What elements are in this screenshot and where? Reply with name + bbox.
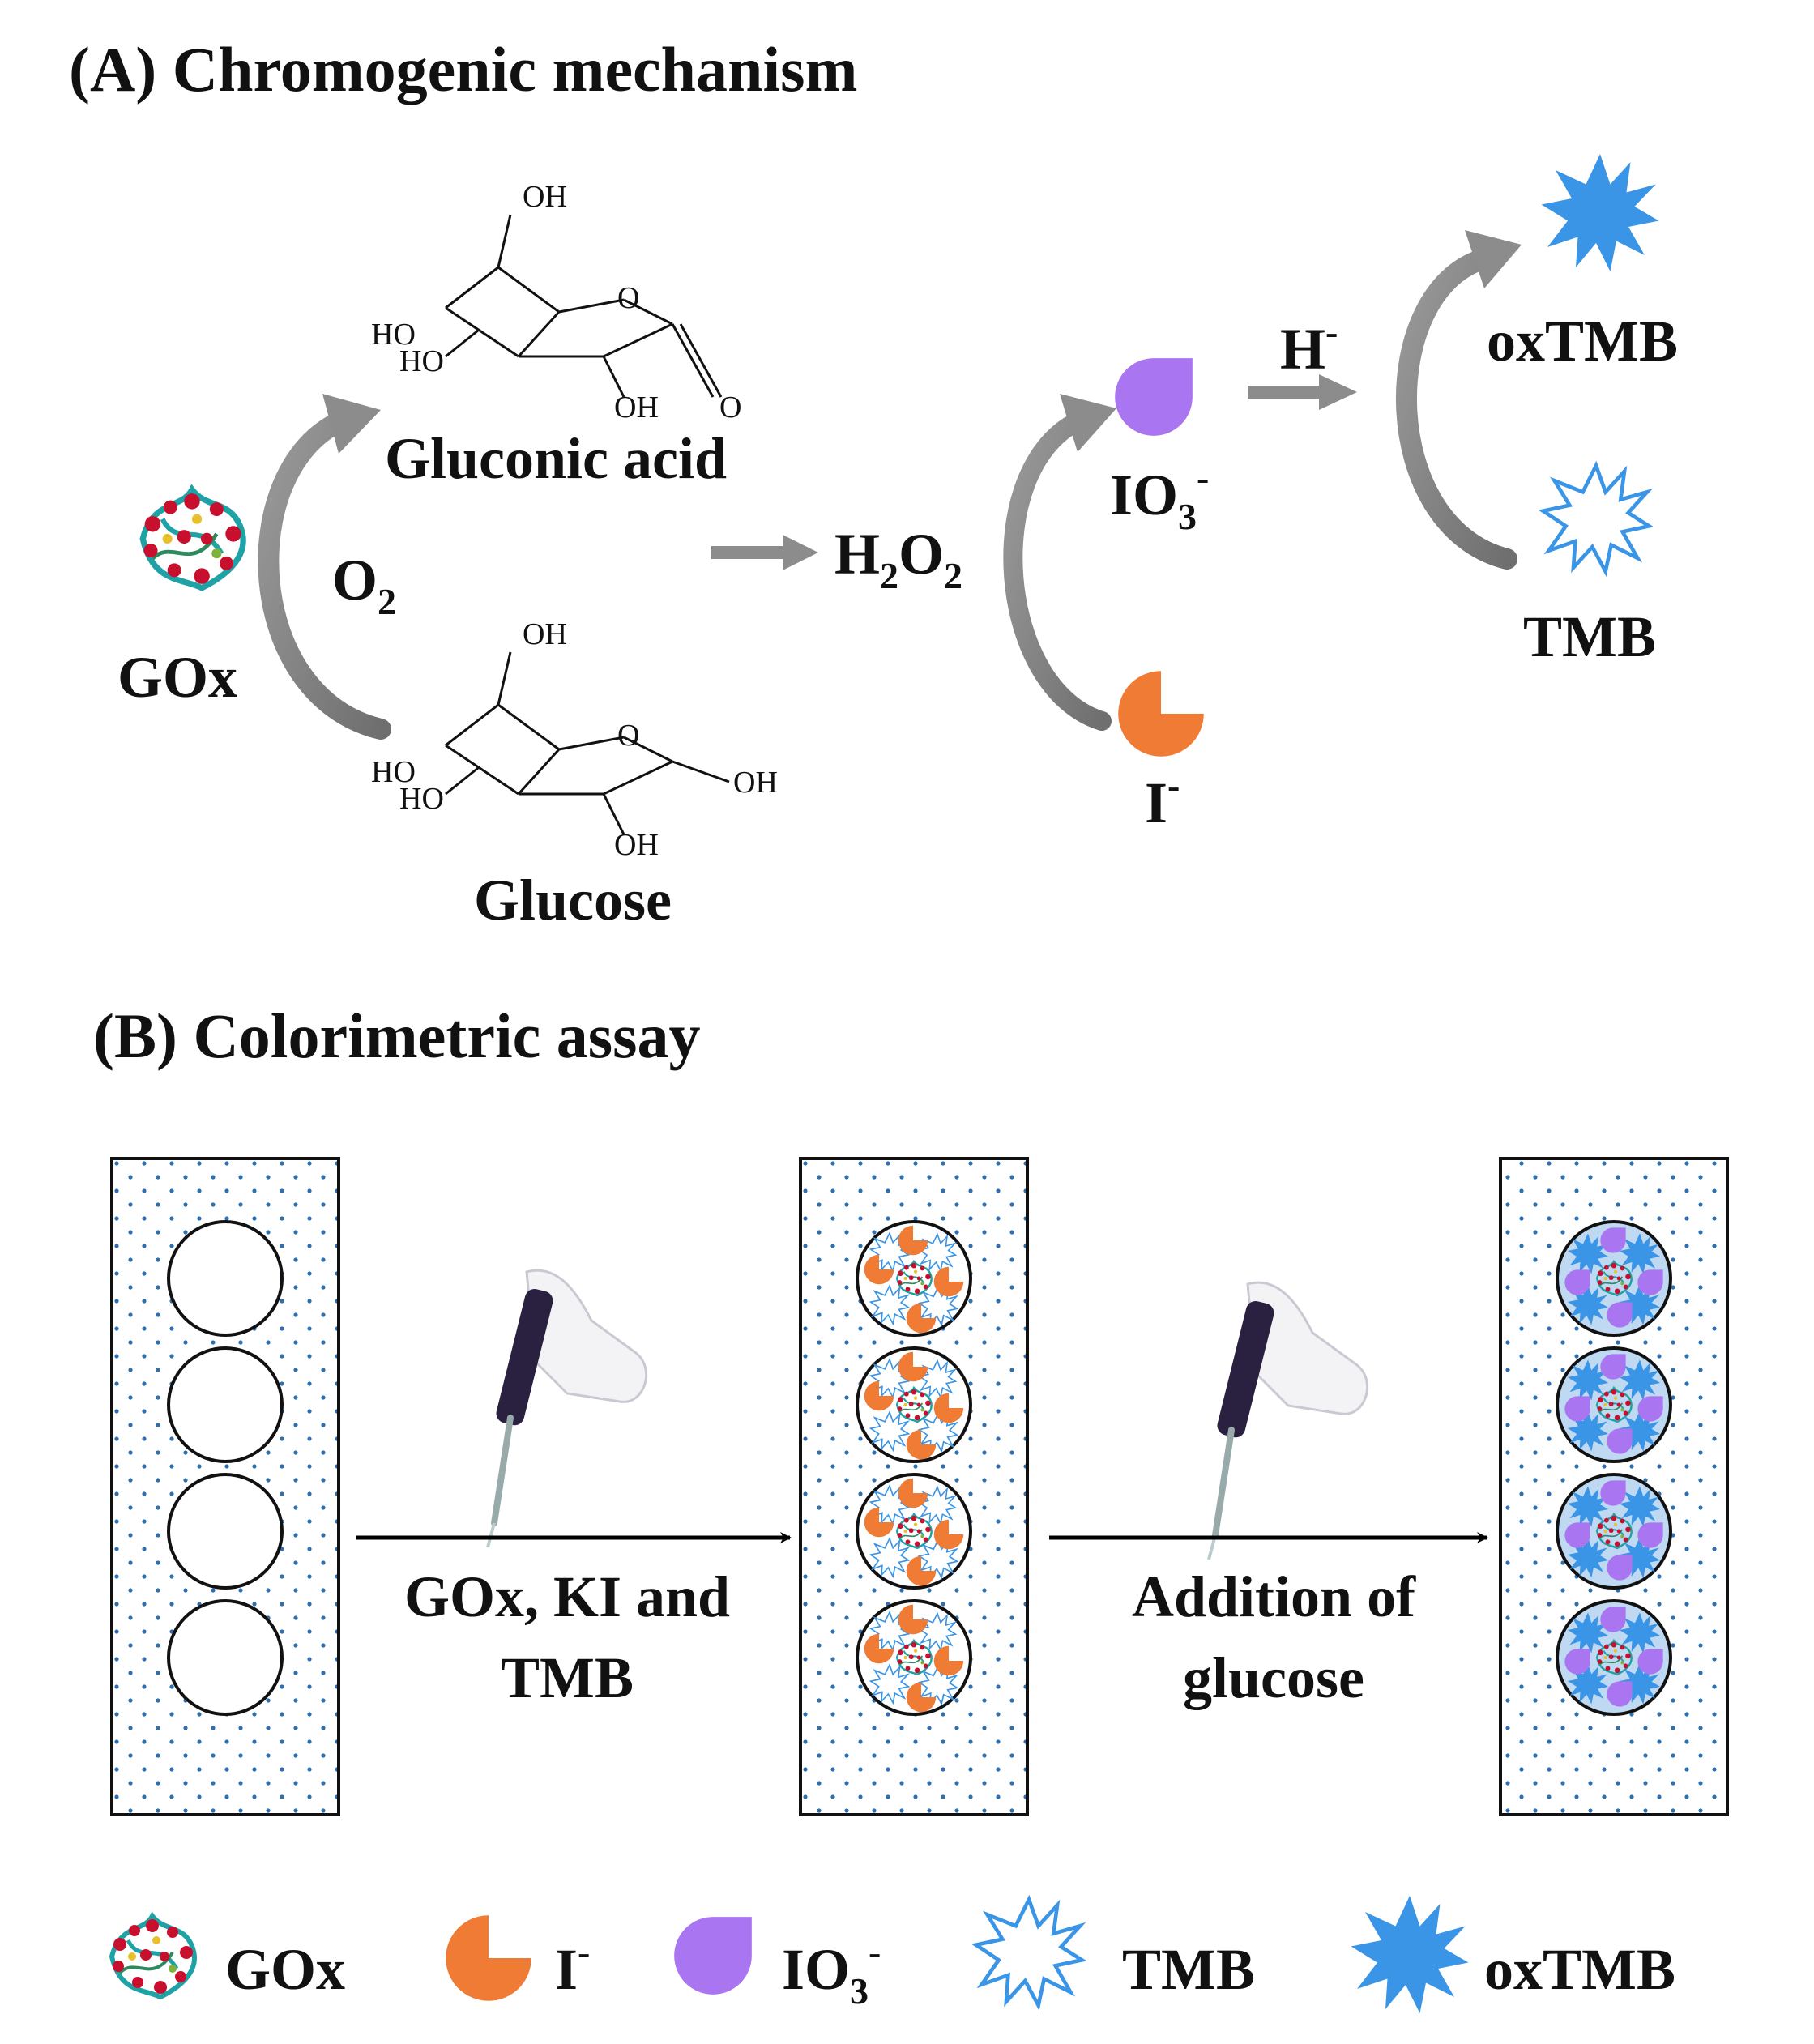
gluconic-ho-1: HO xyxy=(371,318,416,352)
glucose-structure xyxy=(445,651,730,835)
legend-iodide-icon xyxy=(446,1915,531,2001)
well xyxy=(167,1220,284,1337)
test-strip-empty xyxy=(110,1157,340,1816)
glucose-ho-1: HO xyxy=(371,755,416,789)
legend-iodate-icon xyxy=(674,1917,752,1995)
step1-label-line2: TMB xyxy=(501,1645,634,1710)
tmb-oxidation-arrow xyxy=(1395,249,1517,570)
tmb-oxidation-arrowhead xyxy=(1465,230,1522,288)
legend-gox-label: GOx xyxy=(225,1937,345,2002)
h2o2-label: H2O2 xyxy=(834,522,962,596)
step2-label-line1: Addition of xyxy=(1132,1564,1416,1629)
gluconic-acid-label: Gluconic acid xyxy=(385,426,727,491)
step2-label-line2: glucose xyxy=(1183,1645,1364,1710)
gluconic-carbonyl-o: O xyxy=(719,390,741,425)
gluconic-acid-structure xyxy=(445,214,723,398)
well xyxy=(167,1473,284,1590)
panel-a-title: (A) Chromogenic mechanism xyxy=(69,34,857,105)
gluconic-ring-o: O xyxy=(617,281,639,315)
h-minus-arrow xyxy=(1248,374,1357,410)
test-strip-reagents xyxy=(799,1157,1029,1816)
h-minus-label: H- xyxy=(1280,311,1338,382)
iodide-label: I- xyxy=(1145,765,1180,835)
gluconic-ho-2: HO xyxy=(399,344,444,378)
tmb-label: TMB xyxy=(1523,604,1656,669)
gluconic-oh-bottom: OH xyxy=(614,390,659,425)
glucose-oh-right: OH xyxy=(733,766,778,800)
enzyme-cycle-arrow xyxy=(258,411,391,740)
legend-iodate-label: IO3- xyxy=(782,1931,881,2012)
pipette-hand-1-icon xyxy=(486,1269,648,1548)
legend-tmb-label: TMB xyxy=(1122,1937,1255,2002)
glucose-oh-top: OH xyxy=(523,617,567,651)
well xyxy=(167,1599,284,1716)
glucose-ring-o: O xyxy=(617,719,639,753)
gox-label: GOx xyxy=(117,645,237,710)
iodide-pacman-icon xyxy=(1118,671,1204,757)
panel-b-title: (B) Colorimetric assay xyxy=(93,1001,700,1071)
well xyxy=(167,1346,284,1463)
legend-tmb-icon xyxy=(976,1900,1082,2006)
gluconic-oh-top: OH xyxy=(523,180,567,214)
iodate-drop-icon xyxy=(1115,358,1193,436)
iodide-oxidation-arrowhead xyxy=(1060,394,1116,452)
tmb-star-icon xyxy=(1543,466,1650,572)
glucose-oh-bottom: OH xyxy=(614,828,659,862)
glucose-label: Glucose xyxy=(474,868,672,932)
legend-gox-icon xyxy=(112,1916,194,1997)
step1-label-line1: GOx, KI and xyxy=(404,1564,730,1629)
oxtmb-star-icon xyxy=(1541,154,1659,271)
to-h2o2-arrow xyxy=(711,535,818,570)
legend-oxtmb-label: oxTMB xyxy=(1484,1937,1675,2002)
iodide-oxidation-arrow xyxy=(1003,412,1112,731)
legend-oxtmb-icon xyxy=(1351,1896,1469,2013)
gox-enzyme-icon xyxy=(143,489,243,587)
test-strip-glucose xyxy=(1499,1157,1729,1816)
glucose-ho-2: HO xyxy=(399,782,444,816)
legend: GOx I- IO3- TMB oxTMB xyxy=(112,1896,1675,2013)
iodate-label: IO3- xyxy=(1110,457,1209,537)
oxtmb-label: oxTMB xyxy=(1487,309,1678,373)
pipette-hand-2-icon xyxy=(1207,1281,1369,1560)
enzyme-cycle-arrowhead xyxy=(322,394,381,454)
legend-iodide-label: I- xyxy=(555,1931,590,2002)
o2-label: O2 xyxy=(332,548,396,622)
